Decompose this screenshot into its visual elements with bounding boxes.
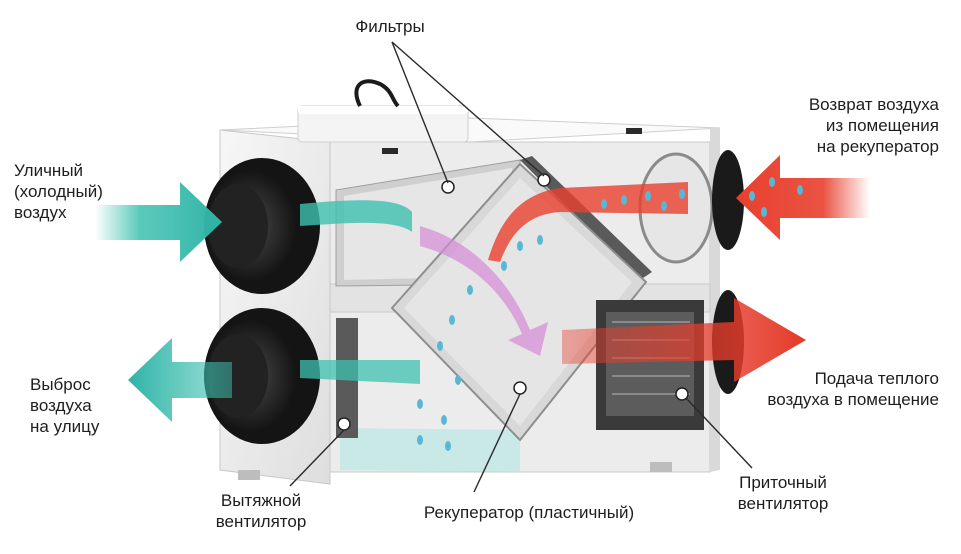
label-exhaust-fan-line: вентилятор [215,512,307,531]
label-outdoor-air-line: Уличный [14,161,84,180]
callout-markers [337,173,689,431]
label-exhaust-out: Выброс воздуха на улицу [30,374,99,437]
label-supply-warm-line: Подача теплого [814,369,939,388]
label-recuperator-line: Рекуператор (пластичный) [423,503,635,522]
leader-lines [289,41,753,493]
label-filters: Фильтры [330,16,450,37]
label-exhaust-fan-line: Вытяжной [220,491,302,510]
label-outdoor-air-line: воздух [14,203,67,222]
label-return-air-line: на рекуператор [816,137,939,156]
label-exhaust-fan: Вытяжной вентилятор [196,490,326,532]
label-supply-fan-line: вентилятор [737,494,829,513]
label-return-air-line: из помещения [825,116,939,135]
arrow-exhaust-out [128,338,420,422]
label-exhaust-out-line: воздуха [30,396,92,415]
duct-return-in [712,150,744,250]
condensate-droplets [417,177,803,451]
arrow-outdoor-air [95,182,412,262]
label-exhaust-out-line: Выброс [30,375,91,394]
filter-right [520,156,652,280]
arrow-return-air [488,155,870,262]
label-return-air: Возврат воздуха из помещения на рекупера… [809,94,939,157]
label-exhaust-out-line: на улицу [30,417,100,436]
label-supply-warm: Подача теплого воздуха в помещение [767,368,939,410]
label-outdoor-air: Уличный (холодный) воздух [14,160,103,223]
label-supply-fan: Приточный вентилятор [718,472,848,514]
label-recuperator: Рекуператор (пластичный) [384,502,674,523]
arrow-supply-warm [562,298,806,382]
supply-fan-unit [596,300,704,430]
label-outdoor-air-line: (холодный) [14,182,103,201]
label-filters-line: Фильтры [355,17,425,36]
arrow-mixed-flow [420,226,548,356]
heat-exchanger [390,162,648,442]
label-supply-warm-line: воздуха в помещение [767,390,939,409]
label-return-air-line: Возврат воздуха [808,95,939,114]
duct-outdoor-in [204,158,320,294]
label-supply-fan-line: Приточный [739,473,827,492]
